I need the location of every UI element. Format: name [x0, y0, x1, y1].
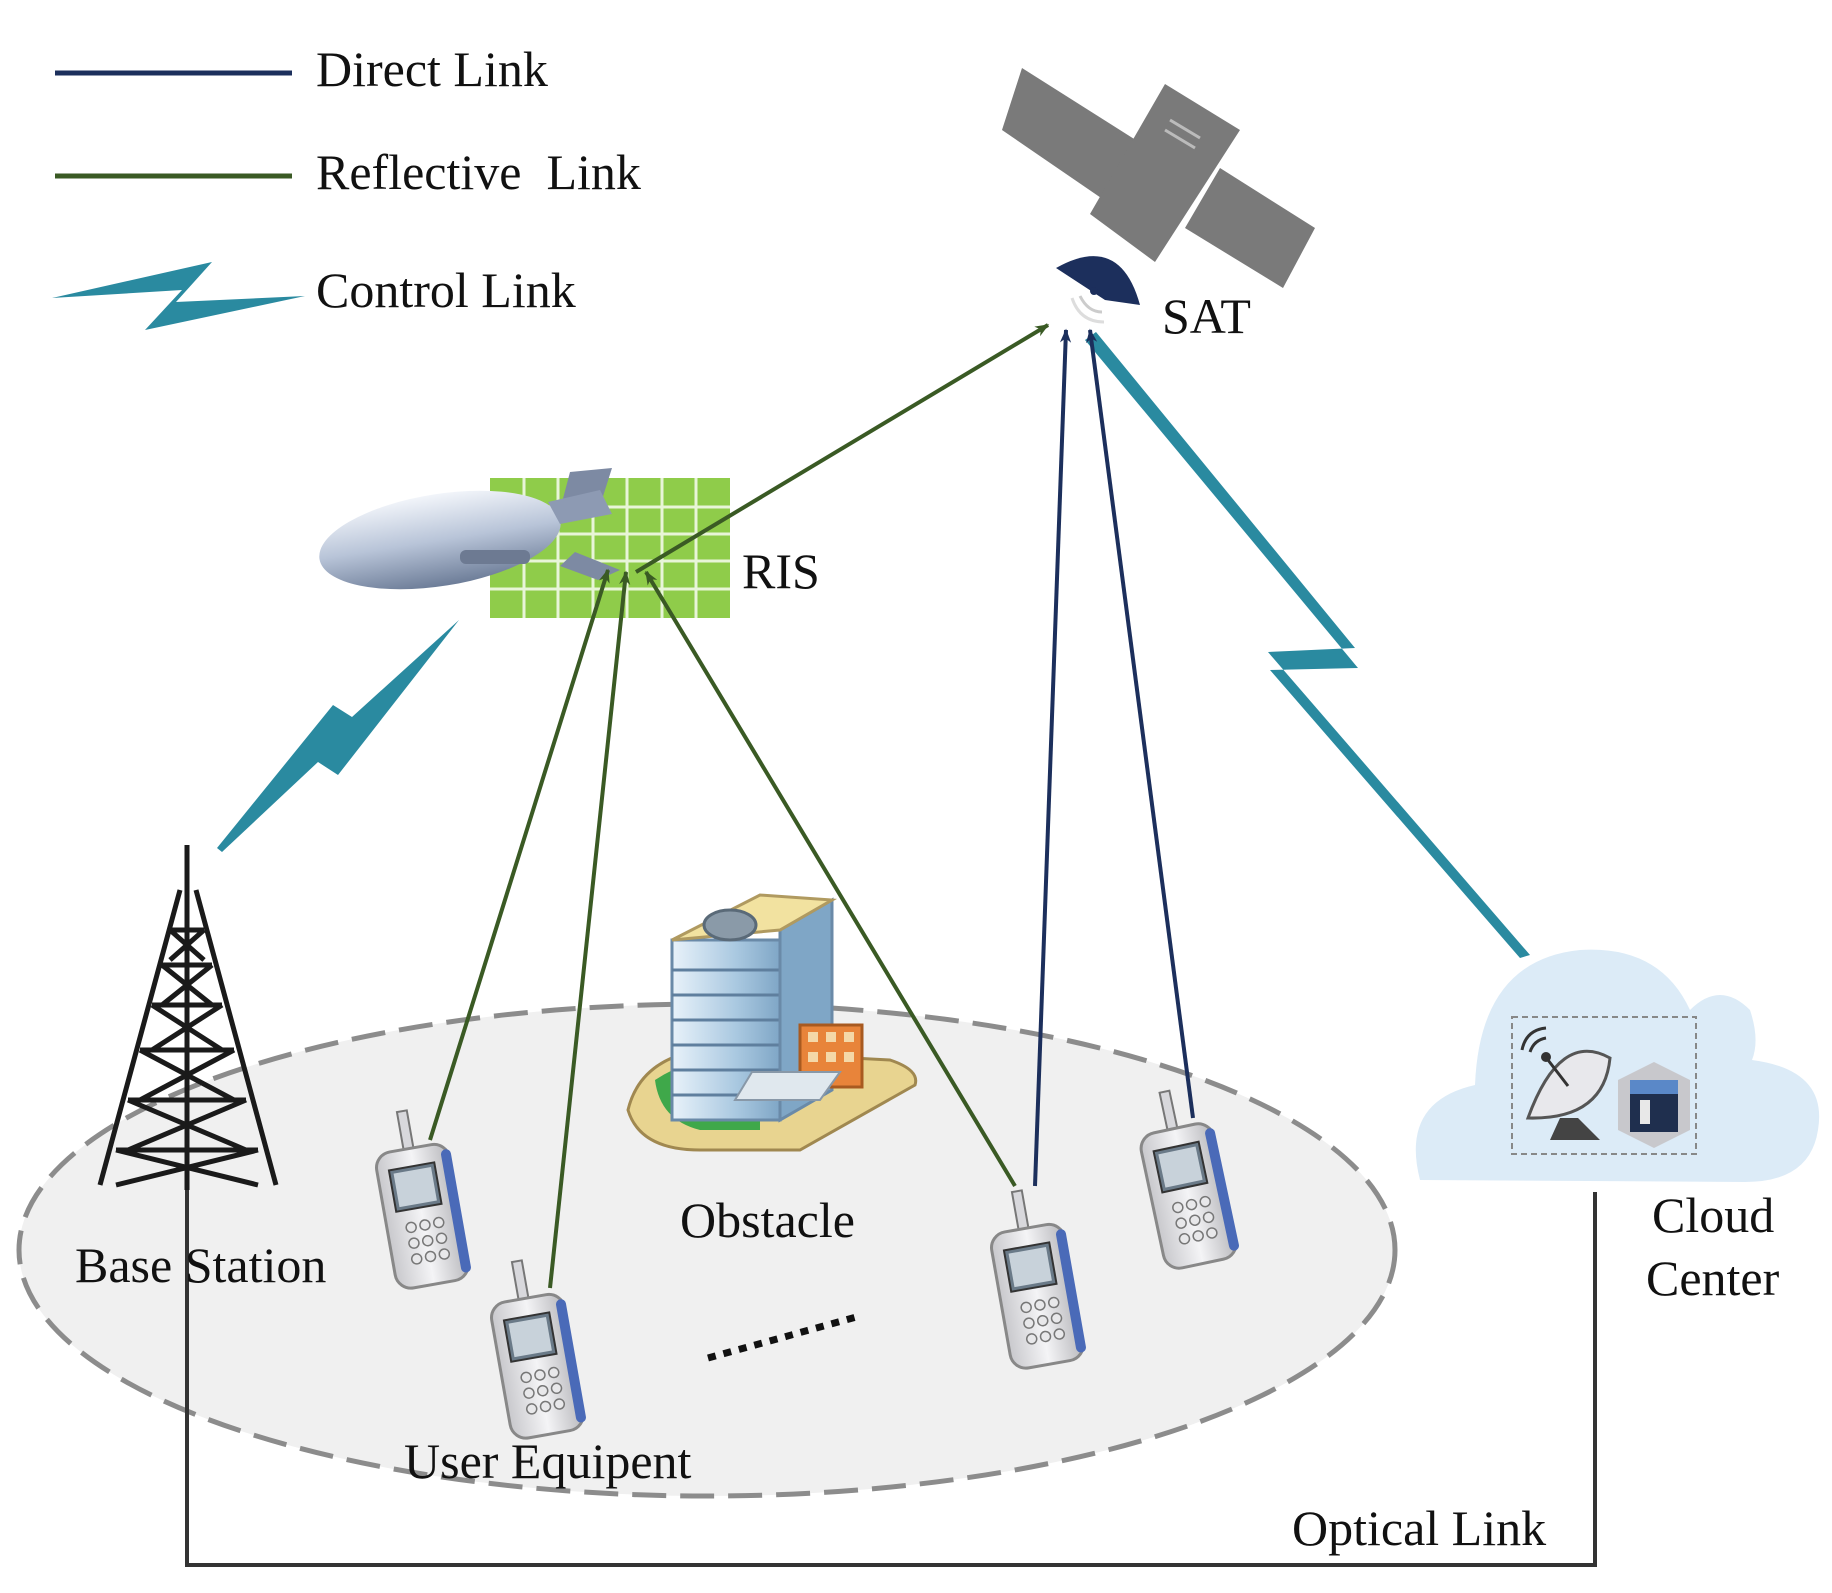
direct-link-ue3-sat: [1033, 328, 1072, 1187]
phone-icon: [1139, 1089, 1239, 1270]
legend-reflective-label: Reflective Link: [316, 144, 641, 200]
airship-icon: [319, 468, 620, 590]
dish-icon: [1520, 1026, 1612, 1140]
legend: Direct Link Reflective Link Control Link: [52, 41, 641, 330]
direct-links: [1033, 328, 1195, 1187]
reflective-link-ue1-ris: [428, 568, 610, 1141]
phone-icon: [490, 1259, 586, 1440]
reflective-link-ris-sat: [634, 323, 1050, 574]
optical-link-label: Optical Link: [1292, 1500, 1546, 1556]
reflective-link-ue3-ris: [644, 570, 1017, 1188]
control-link-sat-cloud: [1085, 332, 1530, 958]
obstacle-label: Obstacle: [680, 1192, 855, 1248]
sat-label: SAT: [1162, 288, 1251, 344]
building-icon: [626, 893, 918, 1152]
cloud-center-label-line1: Cloud: [1652, 1187, 1774, 1243]
base-station-label: Base Station: [75, 1237, 326, 1293]
control-link-bs-ris: [217, 620, 459, 852]
cloud-equipment-frame: [1511, 1016, 1697, 1155]
satellite-icon: [1002, 68, 1315, 324]
ris-label: RIS: [742, 543, 820, 599]
optical-link: [185, 1160, 1597, 1567]
server-icon: [1618, 1062, 1690, 1148]
legend-control-bolt: [52, 262, 305, 330]
reflective-link-ue2-ris: [548, 570, 631, 1289]
phone-icon: [375, 1109, 471, 1290]
reflective-links: [428, 323, 1050, 1289]
tower-icon: [97, 845, 279, 1190]
cloud-icon: [1415, 949, 1820, 1182]
direct-link-ue4-sat: [1086, 328, 1195, 1119]
legend-control-label: Control Link: [316, 262, 576, 318]
cloud-center-label-line2: Center: [1646, 1250, 1780, 1306]
phone-icon: [990, 1189, 1086, 1370]
legend-direct-label: Direct Link: [316, 41, 548, 97]
ellipsis-dots: [707, 1312, 861, 1362]
user-equipment-label: User Equipent: [404, 1433, 692, 1489]
